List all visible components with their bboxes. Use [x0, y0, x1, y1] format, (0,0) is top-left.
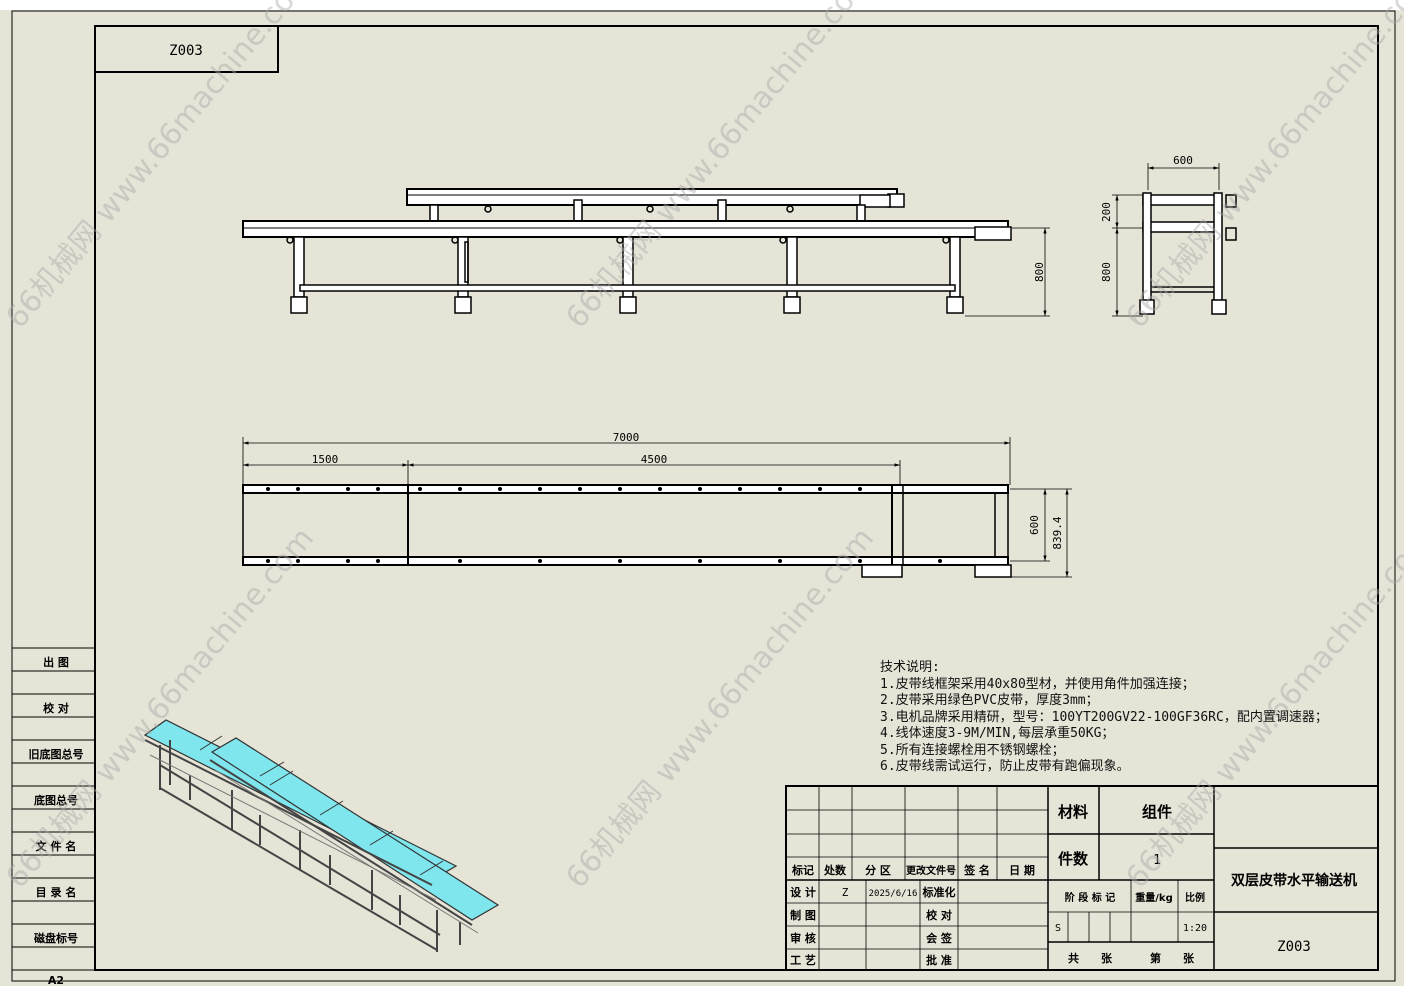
end-view	[1139, 192, 1237, 315]
draft-label: 制 图	[790, 908, 816, 922]
stage-value: S	[1055, 923, 1061, 934]
plan-dimensions	[242, 437, 1072, 578]
watermark: 66机械网 www.66machine.com	[559, 521, 881, 895]
left-col-label: 底图总号	[34, 793, 78, 807]
countersign-label: 会 签	[926, 931, 953, 945]
plan-view	[242, 484, 1012, 578]
material-value: 组件	[1142, 803, 1172, 821]
toolbar-strip	[0, 0, 1404, 10]
note-item: 4.线体速度3-9M/MIN,每层承重50KG；	[880, 726, 1115, 741]
approve-label: 批 准	[926, 953, 952, 967]
left-col-label: 磁盘标号	[34, 931, 78, 945]
sheet-no: 第 张	[1150, 951, 1195, 965]
left-col-label: 目 录 名	[36, 885, 77, 899]
dim-end-height: 800	[1100, 262, 1113, 282]
note-item: 6.皮带线需试运行，防止皮带有跑偏现象。	[880, 759, 1130, 774]
title-block-text: 标记 处数 分 区 更改文件号 签 名 日 期 设 计 Z 2025/6/16 …	[790, 803, 1357, 967]
dim-end-upper: 200	[1100, 202, 1113, 222]
note-item: 3.电机品牌采用精研，型号：100YT200GV22-100GF36RC，配内置…	[880, 709, 1328, 725]
left-col-label: 出 图	[43, 655, 69, 669]
dim-side-height: 800	[1033, 262, 1046, 282]
dim-plan-overall-width: 839.4	[1051, 516, 1064, 549]
design-value: Z	[842, 886, 849, 899]
note-item: 2.皮带采用绿色PVC皮带，厚度3mm；	[880, 693, 1099, 708]
rev-header: 分 区	[865, 863, 891, 877]
left-column: 出 图 校 对 旧底图总号 底图总号 文 件 名 目 录 名 磁盘标号 A2	[12, 647, 95, 986]
dim-end-width: 600	[1173, 154, 1193, 167]
end-view-dimensions	[1112, 163, 1220, 317]
technical-notes: 技术说明: 1.皮带线框架采用40x80型材，并使用角件加强连接； 2.皮带采用…	[880, 660, 1380, 776]
dim-upper-section: 4500	[641, 453, 668, 466]
watermark: 66机械网 www.66machine.com	[1119, 0, 1404, 335]
total-sheets: 共 张	[1068, 951, 1113, 965]
stage-label: 阶 段 标 记	[1065, 891, 1115, 904]
review-label: 审 核	[790, 931, 816, 945]
rev-header: 更改文件号	[906, 864, 956, 877]
note-item: 1.皮带线框架采用40x80型材，并使用角件加强连接；	[880, 676, 1195, 692]
rev-header: 签 名	[963, 863, 990, 877]
left-col-label: A2	[48, 974, 64, 986]
inner-frame	[94, 25, 1379, 971]
rev-header: 处数	[823, 863, 847, 877]
left-col-label: 文 件 名	[36, 839, 77, 853]
title-block	[785, 785, 1379, 971]
dim-plan-width: 600	[1028, 515, 1041, 535]
material-label: 材料	[1058, 803, 1088, 821]
outer-border	[11, 10, 1396, 982]
drawing-number: Z003	[1277, 939, 1311, 955]
dim-lower-section: 1500	[312, 453, 339, 466]
side-view	[242, 188, 1012, 314]
quantity-label: 件数	[1058, 850, 1089, 868]
design-date: 2025/6/16	[869, 889, 918, 899]
rev-header: 日 期	[1009, 863, 1035, 877]
quantity-value: 1	[1153, 853, 1161, 868]
drawing-title: 双层皮带水平输送机	[1231, 872, 1357, 889]
note-item: 5.所有连接螺栓用不锈钢螺栓；	[880, 742, 1065, 758]
drawing-number-box: Z003	[94, 25, 279, 73]
rev-header: 标记	[791, 863, 814, 877]
process-label: 工 艺	[790, 953, 816, 967]
left-col-label: 旧底图总号	[29, 747, 84, 761]
weight-label: 重量/kg	[1135, 891, 1172, 904]
scale-value: 1:20	[1183, 923, 1207, 934]
dim-total-length: 7000	[613, 431, 640, 444]
isometric-view	[143, 719, 500, 952]
check-label: 校 对	[926, 908, 952, 922]
side-height-dimension	[965, 227, 1050, 317]
standard-label: 标准化	[922, 885, 956, 899]
left-col-label: 校 对	[43, 701, 69, 715]
design-label: 设 计	[790, 885, 816, 899]
drawing-number-top: Z003	[169, 43, 203, 59]
watermark: 66机械网 www.66machine.com	[0, 0, 321, 335]
scale-label: 比例	[1185, 891, 1205, 904]
notes-heading: 技术说明:	[880, 660, 940, 675]
